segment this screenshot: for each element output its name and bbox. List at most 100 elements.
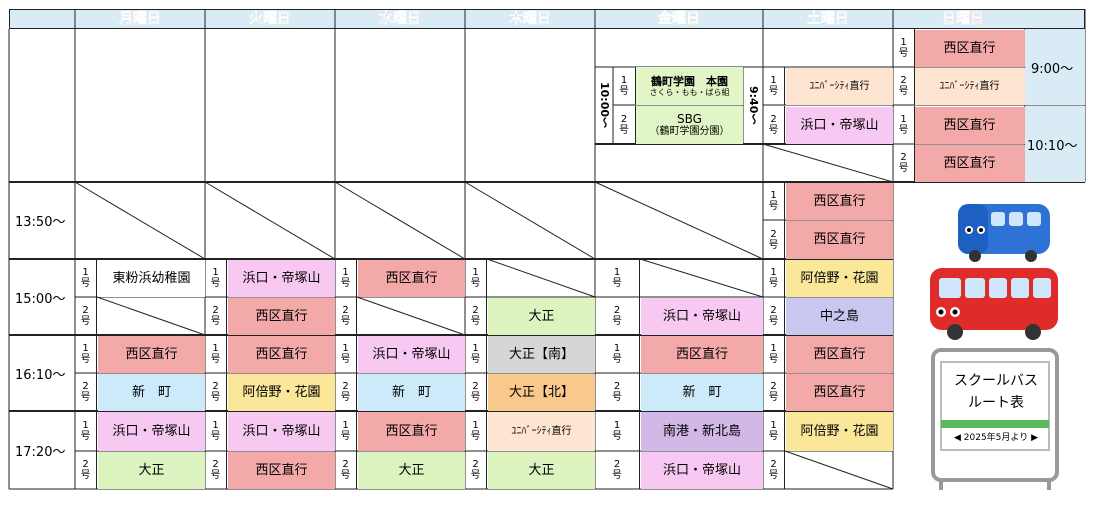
route-cell-fri-1720-1: 南港・新北島 (641, 412, 763, 451)
route-cell-tue-1500-2: 西区直行 (228, 298, 335, 335)
route-cell-mon-1610-1: 西区直行 (98, 336, 205, 373)
route-cell-sat-1: ﾕﾆﾊﾞｰｼﾃｨ直行 (786, 68, 893, 105)
sign-date: ◀ 2025年5月より ▶ (953, 433, 1039, 443)
route-cell-sun-10-1: 西区直行 (914, 107, 1025, 144)
route-cell-sat-1350-1: 西区直行 (786, 183, 893, 220)
route-cell-thu-1720-1: ﾕﾆﾊﾞｰｼﾃｨ直行 (488, 412, 595, 451)
route-cell-thu-1610-2: 大正【北】 (488, 374, 595, 411)
route-cell-sat-1500-1: 阿倍野・花園 (786, 260, 893, 297)
route-cell-thu-1720-2: 大正 (488, 452, 595, 489)
route-cell-tue-1610-1: 西区直行 (228, 336, 335, 373)
sign-date-label: 2025年5月より (963, 433, 1029, 443)
sbg-cell: SBG （鶴町学園分園） (636, 106, 743, 144)
route-cell-sat-1610-2: 西区直行 (786, 374, 893, 411)
red-bus-icon (930, 268, 1058, 340)
route-cell-mon-1610-2: 新 町 (98, 374, 205, 411)
route-cell-sat-1720-1: 阿倍野・花園 (786, 412, 893, 451)
time-1500: 15:00～ (15, 291, 66, 307)
route-cell-tue-1610-2: 阿倍野・花園 (228, 374, 335, 411)
route-cell-tue-1720-1: 浜口・帝塚山 (228, 412, 335, 451)
route-cell-mon-1720-1: 浜口・帝塚山 (98, 412, 205, 451)
route-cell-sat-1610-1: 西区直行 (786, 336, 893, 373)
sbg-label: SBG (677, 112, 702, 126)
day-header-fri: 金曜日 (658, 11, 700, 27)
bus-illustration (930, 204, 1059, 490)
day-header-sun: 日曜日 (942, 11, 984, 27)
route-cell-fri-1610-2: 新 町 (641, 374, 763, 411)
tsuru-main-label: 鶴町学園 本園 (651, 74, 728, 88)
time-1720: 17:20～ (15, 444, 66, 460)
sign-line1: スクールバス (954, 373, 1038, 389)
day-header-tue: 火曜日 (249, 11, 291, 27)
day-header-wed: 水曜日 (379, 11, 421, 27)
blue-bus-icon (958, 204, 1050, 262)
sbg-sub-label: （鶴町学園分園） (649, 126, 730, 137)
route-cell-tue-1720-2: 西区直行 (228, 452, 335, 489)
route-cell-thu-1610-1: 大正【南】 (488, 336, 595, 373)
route-cell-fri-1720-2: 浜口・帝塚山 (641, 452, 763, 489)
route-cell-wed-1500-1: 西区直行 (358, 260, 465, 297)
day-header-thu: 木曜日 (509, 11, 551, 27)
time-900: 9:00～ (1025, 29, 1085, 105)
route-cell-mon-1500-1: 東粉浜幼稚園 (98, 260, 205, 297)
route-cell-fri-1610-1: 西区直行 (641, 336, 763, 373)
route-cell-sat-2: 浜口・帝塚山 (786, 107, 893, 144)
fri-time-left: 10:00～ (598, 82, 611, 129)
route-cell-fri-1500-2: 浜口・帝塚山 (641, 298, 763, 335)
sign-line2: ルート表 (968, 395, 1024, 411)
time-1610: 16:10～ (15, 367, 66, 383)
route-cell-tue-1500-1: 浜口・帝塚山 (228, 260, 335, 297)
route-cell-wed-1610-1: 浜口・帝塚山 (358, 336, 465, 373)
time-1350: 13:50～ (15, 215, 66, 230)
route-sign-icon (931, 348, 1059, 490)
route-cell-thu-1500-2: 大正 (488, 298, 595, 335)
fri-time-right: 9:40～ (747, 86, 760, 125)
route-cell-wed-1720-2: 大正 (358, 452, 465, 489)
route-cell-wed-1610-2: 新 町 (358, 374, 465, 411)
day-header-sat: 土曜日 (807, 11, 849, 27)
route-cell-sat-1500-2: 中之島 (786, 298, 893, 335)
day-header-mon: 月曜日 (119, 11, 161, 27)
tsuru-main-cell: 鶴町学園 本園 さくら・もも・ばら組 (636, 67, 743, 105)
